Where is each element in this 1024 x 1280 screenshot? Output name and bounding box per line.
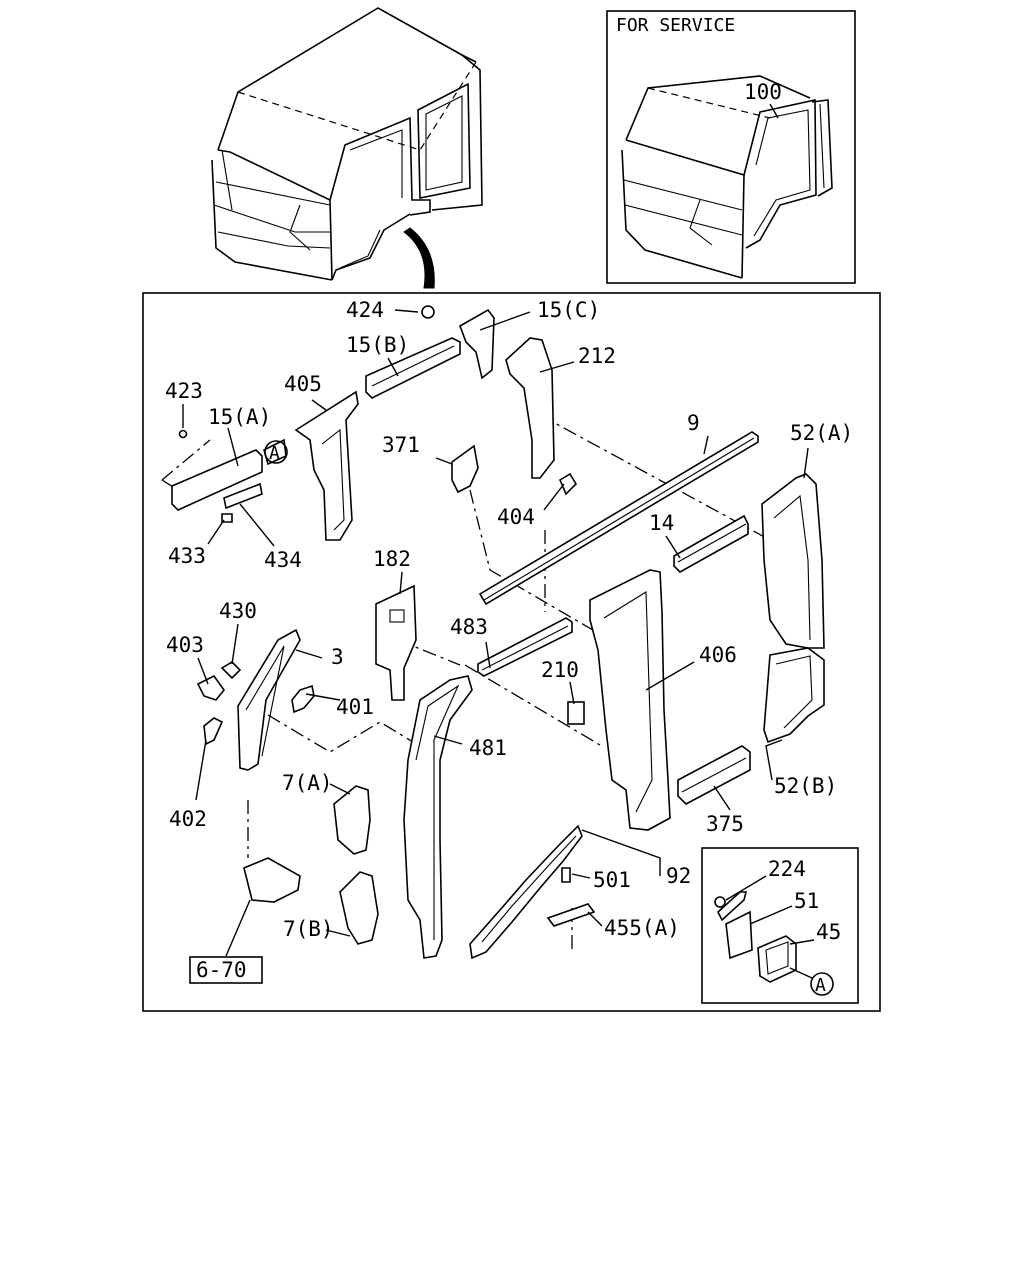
callout-405: 405 xyxy=(284,372,322,396)
callout-424: 424 xyxy=(346,298,384,322)
circle-marker-a-1: A xyxy=(264,440,288,464)
svg-text:A: A xyxy=(815,975,826,996)
callout-430: 430 xyxy=(219,599,257,623)
part-455a xyxy=(546,903,596,927)
circle-marker-a-2: A xyxy=(810,972,834,996)
part-404 xyxy=(558,472,578,496)
main-frame xyxy=(142,292,881,1012)
part-430 xyxy=(220,660,242,680)
callout-52a: 52(A) xyxy=(790,421,853,445)
part-51 xyxy=(725,910,753,960)
part-501 xyxy=(561,867,571,883)
part-9 xyxy=(478,431,759,606)
part-7b xyxy=(339,871,379,945)
callout-434: 434 xyxy=(264,548,302,572)
callout-7b: 7(B) xyxy=(283,917,334,941)
part-483 xyxy=(477,617,573,677)
callout-406: 406 xyxy=(699,643,737,667)
callout-100: 100 xyxy=(744,80,782,104)
part-45 xyxy=(757,935,797,983)
callout-7a: 7(A) xyxy=(282,771,333,795)
for-service-box: FOR SERVICE 100 xyxy=(606,10,856,284)
part-481 xyxy=(403,675,473,959)
callout-15b: 15(B) xyxy=(346,333,409,357)
part-15b xyxy=(365,337,461,399)
part-403 xyxy=(196,674,226,701)
part-371 xyxy=(451,444,479,494)
callout-15c: 15(C) xyxy=(537,298,600,322)
leader-lines xyxy=(182,305,815,979)
callout-481: 481 xyxy=(469,736,507,760)
callout-182: 182 xyxy=(373,547,411,571)
callout-483: 483 xyxy=(450,615,488,639)
part-3 xyxy=(237,628,301,771)
callout-403: 403 xyxy=(166,633,204,657)
part-6-70 xyxy=(243,857,301,903)
callout-labels: 424 15(C) 15(B) 212 423 405 15(A) 9 52(A… xyxy=(165,298,853,944)
inset-box xyxy=(701,847,859,1004)
callout-501: 501 xyxy=(593,868,631,892)
callout-433: 433 xyxy=(168,544,206,568)
callout-375: 375 xyxy=(706,812,744,836)
part-15c xyxy=(459,308,495,380)
part-405 xyxy=(294,390,359,541)
callout-371: 371 xyxy=(382,433,420,457)
callout-455a: 455(A) xyxy=(604,916,680,940)
for-service-label: FOR SERVICE xyxy=(616,15,735,36)
callout-92: 92 xyxy=(666,864,691,888)
part-402 xyxy=(203,717,224,746)
cab-overview xyxy=(211,7,483,281)
part-182 xyxy=(375,584,417,701)
callout-423: 423 xyxy=(165,379,203,403)
callout-14: 14 xyxy=(649,511,674,535)
callout-210: 210 xyxy=(541,658,579,682)
part-52 xyxy=(761,473,825,744)
part-7a xyxy=(333,785,371,855)
part-14 xyxy=(673,514,749,573)
callout-45: 45 xyxy=(816,920,841,944)
callout-402: 402 xyxy=(169,807,207,831)
callout-401: 401 xyxy=(336,695,374,719)
part-212 xyxy=(505,337,555,479)
callout-9: 9 xyxy=(687,411,700,435)
part-210 xyxy=(567,701,585,725)
callout-212: 212 xyxy=(578,344,616,368)
part-406 xyxy=(589,569,671,831)
callout-52b: 52(B) xyxy=(774,774,837,798)
callout-3: 3 xyxy=(331,645,344,669)
pointer-arrow xyxy=(403,227,435,289)
part-15a xyxy=(171,429,287,523)
part-401 xyxy=(291,684,315,714)
centre-lines xyxy=(161,414,771,950)
part-92 xyxy=(469,824,583,960)
reference-box-6-70: 6-70 xyxy=(189,956,263,984)
svg-text:6-70: 6-70 xyxy=(196,958,247,982)
callout-404: 404 xyxy=(497,505,535,529)
callout-15a: 15(A) xyxy=(208,405,271,429)
part-375 xyxy=(677,745,751,805)
callout-51: 51 xyxy=(794,889,819,913)
callout-224: 224 xyxy=(768,857,806,881)
part-224 xyxy=(714,896,726,908)
svg-text:A: A xyxy=(269,443,280,464)
